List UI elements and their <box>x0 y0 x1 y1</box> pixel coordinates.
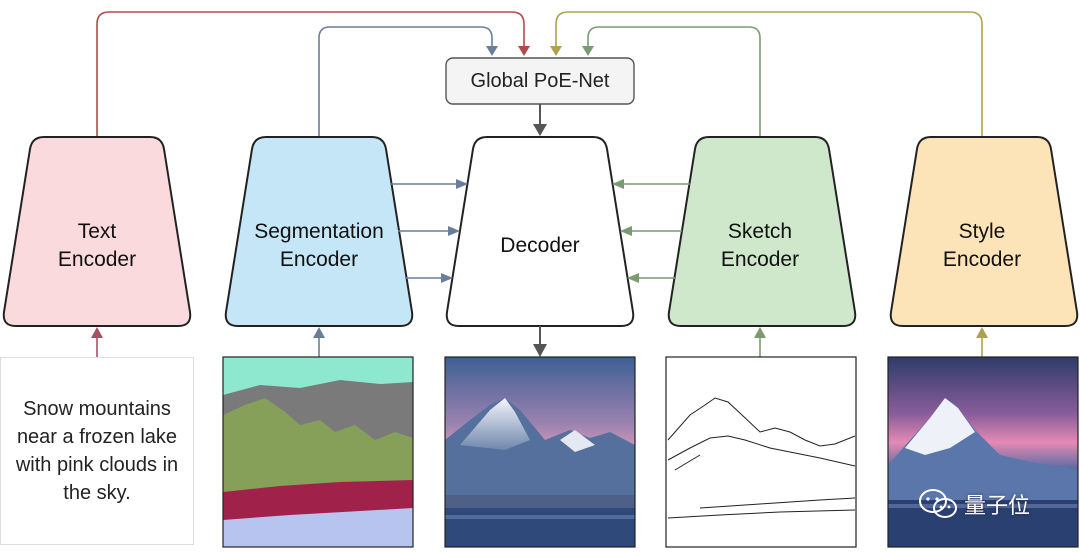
sketch-encoder-label: Sketch Encoder <box>683 218 837 274</box>
sketch-to-decoder-arrowhead-3 <box>627 273 639 283</box>
generated-output-image <box>444 356 636 548</box>
sketch-to-poe-arrowhead <box>582 46 594 56</box>
sketch-to-decoder-arrowhead-1 <box>612 179 624 189</box>
poe-to-decoder-arrowhead <box>533 124 547 136</box>
seg-to-decoder-arrowhead-2 <box>448 226 460 236</box>
text-to-poe-arrowhead <box>518 46 530 56</box>
style-to-poe-arrowhead <box>550 46 562 56</box>
style-to-poe-connector <box>555 11 983 137</box>
sketch-to-decoder-arrowhead-2 <box>620 226 632 236</box>
watermark-text: 量子位 <box>964 494 1031 519</box>
segmentation-map-image <box>222 356 414 548</box>
style-encoder-shape <box>889 136 1079 327</box>
decoder-shape <box>445 136 635 327</box>
text-input-arrowhead <box>91 327 103 338</box>
seg-to-poe-arrowhead <box>486 46 498 56</box>
text-encoder-shape <box>2 136 192 327</box>
seg-input-arrowhead <box>313 327 325 338</box>
segmentation-encoder-label-line2: Encoder <box>279 248 359 271</box>
sketch-to-poe-connector <box>587 26 761 137</box>
style-reference-image <box>887 356 1079 548</box>
style-encoder-label: Style Encoder <box>905 218 1059 274</box>
watermark: 量子位 <box>918 484 1030 524</box>
decoder-label: Decoder <box>463 232 617 260</box>
style-encoder-label-line1: Style <box>958 220 1006 243</box>
sketch-input-image <box>665 356 857 548</box>
seg-to-poe-connector <box>318 26 493 137</box>
text-prompt-content: Snow mountains near a frozen lake with p… <box>15 398 179 504</box>
poe-net-label: Global PoE-Net <box>470 69 610 92</box>
text-prompt-input: Snow mountains near a frozen lake with p… <box>0 357 194 545</box>
sketch-encoder-shape <box>667 136 857 327</box>
text-encoder-label-line2: Encoder <box>57 248 137 271</box>
style-input-arrowhead <box>976 327 988 338</box>
wechat-icon <box>919 489 957 518</box>
segmentation-encoder-label-line1: Segmentation <box>254 220 384 243</box>
segmentation-encoder-shape <box>224 136 414 327</box>
text-encoder-label-line1: Text <box>77 220 117 243</box>
seg-to-decoder-arrowhead-3 <box>441 273 453 283</box>
text-to-poe-connector <box>96 11 525 137</box>
segmentation-encoder-label: Segmentation Encoder <box>232 218 406 274</box>
decoder-label-text: Decoder <box>500 234 580 257</box>
sketch-encoder-label-line2: Encoder <box>720 248 800 271</box>
style-encoder-label-line2: Encoder <box>942 248 1022 271</box>
text-encoder-label: Text Encoder <box>20 218 174 274</box>
decoder-output-arrowhead <box>533 344 547 357</box>
sketch-encoder-label-line1: Sketch <box>727 220 793 243</box>
seg-to-decoder-arrowhead-1 <box>456 179 468 189</box>
sketch-input-arrowhead <box>754 327 766 338</box>
